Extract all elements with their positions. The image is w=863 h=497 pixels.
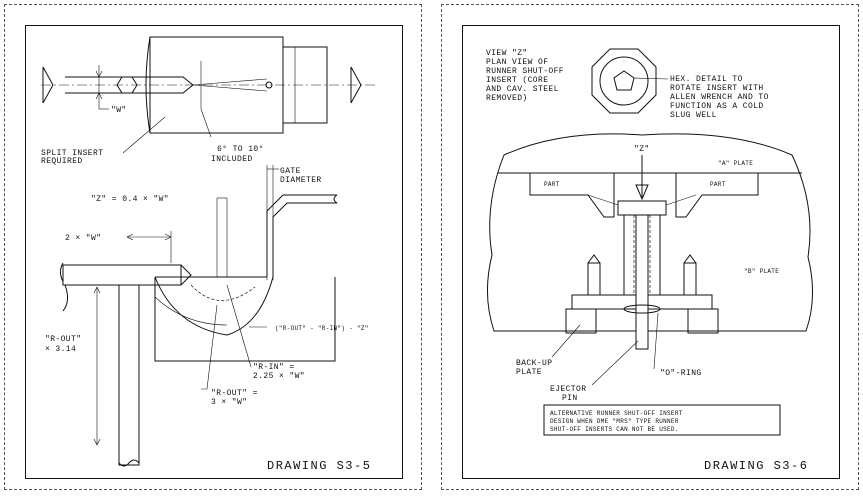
drawing-s3-5-svg: "W" SPLIT INSERT REQUIRED 6° TO 10° INCL… xyxy=(41,36,377,473)
hex-label-3: ALLEN WRENCH AND TO xyxy=(670,93,769,102)
slug-dashed-curve xyxy=(190,284,256,301)
drawing-border xyxy=(25,25,403,479)
drawing-sheet-s3-5: "W" SPLIT INSERT REQUIRED 6° TO 10° INCL… xyxy=(4,4,422,490)
bolt-tip-right xyxy=(683,254,697,264)
r-out-label-2: × 3.14 xyxy=(45,345,76,354)
view-z-label-5: AND CAV. STEEL xyxy=(486,85,559,94)
part-left-label: PART xyxy=(544,181,560,188)
drawing-sheet-s3-6: VIEW "Z" PLAN VIEW OF RUNNER SHUT-OFF IN… xyxy=(441,4,859,490)
r-out-eq-label-1: "R-OUT" = xyxy=(211,389,258,398)
r-out-eq-label-2: 3 × "W" xyxy=(211,398,247,407)
drawing-border xyxy=(462,25,840,479)
hex-leader xyxy=(633,77,669,80)
angle-label-1: 6° TO 10° xyxy=(217,145,264,154)
note-line-2: DESIGN WHEN DME "MRS" TYPE RUNNER xyxy=(550,418,679,425)
view-z-label-2: PLAN VIEW OF xyxy=(486,58,548,67)
two-w-arrows xyxy=(126,233,172,241)
insert-body xyxy=(149,36,284,134)
ejector-pin-shape xyxy=(635,214,649,350)
split-insert-leader xyxy=(122,116,166,154)
ejector-leader xyxy=(591,340,639,386)
slug-well-curve xyxy=(154,276,274,336)
r-out-label-1: "R-OUT" xyxy=(45,335,81,344)
drawing-title-s3-5: DRAWING S3-5 xyxy=(267,459,371,473)
z-arrow-head xyxy=(635,184,649,201)
bolt-head-left xyxy=(565,308,597,334)
r-out-eq-leader xyxy=(201,304,218,390)
sprue-boss xyxy=(282,46,328,124)
part-left-shape xyxy=(529,173,615,218)
bolt-tip-left xyxy=(587,254,601,264)
ejector-shaft xyxy=(118,284,140,466)
z-arrow-label: "Z" xyxy=(634,145,650,154)
slug-inner-curve xyxy=(154,296,228,326)
gate-label-2: DIAMETER xyxy=(280,176,322,185)
w-dim-arrows xyxy=(95,70,103,100)
bolt-head-right xyxy=(687,308,719,334)
tapered-channel xyxy=(192,78,268,92)
drawing-title-s3-6: DRAWING S3-6 xyxy=(704,459,808,473)
note-line-1: ALTERNATIVE RUNNER SHUT-OFF INSERT xyxy=(550,410,683,417)
hex-label-5: SLUG WELL xyxy=(670,111,717,120)
w-label: "W" xyxy=(111,106,127,115)
hex-label-4: FUNCTION AS A COLD xyxy=(670,102,764,111)
o-ring-shape xyxy=(623,304,661,314)
o-ring-leader xyxy=(653,312,659,370)
view-z-label-1: VIEW "Z" xyxy=(486,49,528,58)
diff-formula-label: ("R-OUT" - "R-IN") - "Z" xyxy=(275,325,369,332)
hex-label-1: HEX. DETAIL TO xyxy=(670,75,743,84)
part-right-label: PART xyxy=(710,181,726,188)
split-insert-label-1: SPLIT INSERT xyxy=(41,149,103,158)
angle-label-2: INCLUDED xyxy=(211,155,253,164)
r-in-label-1: "R-IN" = xyxy=(253,363,295,372)
r-in-label-2: 2.25 × "W" xyxy=(253,372,305,381)
hex-label-2: ROTATE INSERT WITH xyxy=(670,84,764,93)
runner-bar xyxy=(62,264,182,286)
hex-detail xyxy=(613,70,635,91)
backup-leader xyxy=(551,324,581,358)
view-z-label-3: RUNNER SHUT-OFF xyxy=(486,67,564,76)
view-z-label-6: REMOVED) xyxy=(486,94,528,103)
gate-circle xyxy=(265,81,273,89)
r-out-dim-arrows xyxy=(93,286,101,446)
note-line-3: SHUT-OFF INSERTS CAN NOT BE USED. xyxy=(550,426,679,433)
a-plate-label: "A" PLATE xyxy=(718,160,753,167)
hex-insert-top xyxy=(116,76,138,94)
angle-leader xyxy=(200,108,212,138)
split-insert-label-2: REQUIRED xyxy=(41,157,83,166)
backup-label-1: BACK-UP xyxy=(516,359,552,368)
plan-view-circle xyxy=(599,56,649,106)
note-box xyxy=(543,404,781,436)
insert-head xyxy=(617,200,667,216)
runner-bar-tip xyxy=(180,264,192,286)
b-plate-label: "B" PLATE xyxy=(744,268,779,275)
bolt-shank-right xyxy=(683,262,697,296)
part-right-shape xyxy=(675,173,759,218)
insert-body-left xyxy=(145,36,151,134)
gate-label-1: GATE xyxy=(280,167,301,176)
ejector-label-2: PIN xyxy=(562,394,578,403)
slug-well-box xyxy=(154,277,336,362)
mold-outline xyxy=(486,133,814,332)
shaft-break xyxy=(118,459,140,467)
runner-taper-lines xyxy=(587,194,697,206)
backup-label-2: PLATE xyxy=(516,368,542,377)
two-w-label: 2 × "W" xyxy=(65,234,101,243)
ejector-label-1: EJECTOR xyxy=(550,385,586,394)
bolt-shank-left xyxy=(587,262,601,296)
o-ring-label: "O"-RING xyxy=(660,369,702,378)
z-equation-label: "Z" = 0.4 × "W" xyxy=(91,195,169,204)
drawing-s3-6-svg: VIEW "Z" PLAN VIEW OF RUNNER SHUT-OFF IN… xyxy=(486,48,814,473)
r-in-leader xyxy=(226,284,252,368)
section-marker-right xyxy=(350,66,362,104)
sprue-inner xyxy=(272,202,337,277)
section-marker-left xyxy=(42,66,54,104)
sprue-outer xyxy=(266,194,337,277)
sprue-break xyxy=(333,194,338,204)
plan-view-octagon xyxy=(591,48,657,114)
view-z-label-4: INSERT (CORE xyxy=(486,76,548,85)
